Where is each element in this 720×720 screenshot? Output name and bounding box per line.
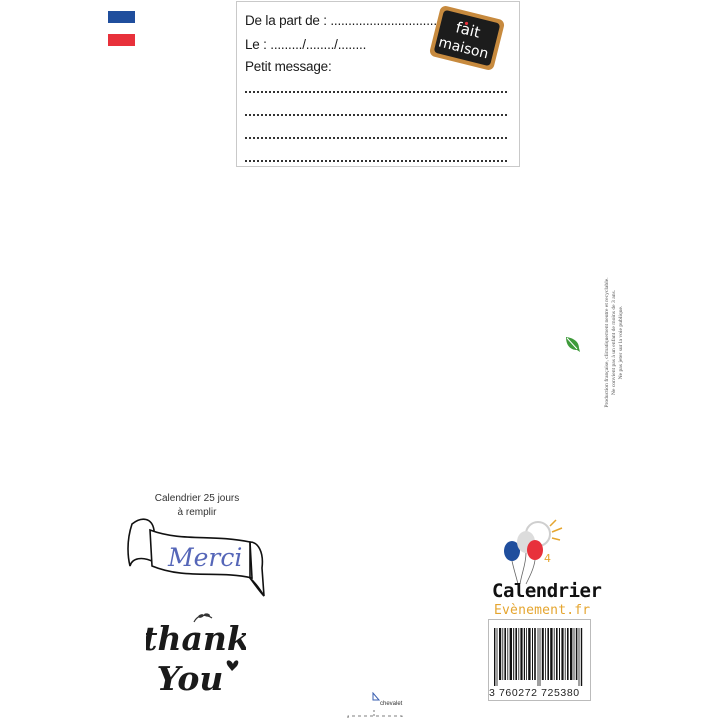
fold-mark bbox=[347, 710, 403, 718]
barcode-bars bbox=[494, 628, 583, 686]
from-label: De la part de : ........................… bbox=[245, 13, 437, 28]
leaf-icon bbox=[566, 337, 580, 352]
date-label: Le : ........./......../........ bbox=[245, 37, 367, 52]
message-line-3 bbox=[245, 135, 507, 139]
message-line-2 bbox=[245, 112, 507, 116]
brand-name: Calendrier bbox=[492, 580, 602, 602]
barcode-number: 3 760272 725380 bbox=[489, 687, 590, 699]
thank-word: thank bbox=[146, 619, 246, 658]
flag-blue-stripe bbox=[108, 11, 135, 23]
message-line-4 bbox=[245, 158, 507, 162]
thank-you-lettering: thank You bbox=[146, 613, 246, 698]
chevalet-arrow-icon bbox=[372, 692, 381, 701]
heart-icon bbox=[226, 660, 239, 671]
legal-line-3: Ne pas jeter sur la voie publique. bbox=[618, 305, 624, 380]
legal-line-1: Production française, climatiquement neu… bbox=[604, 277, 610, 408]
calendar-title-line-1: Calendrier 25 jours bbox=[154, 493, 240, 504]
legal-line-2: Ne convient pas à un enfant de moins de … bbox=[611, 289, 617, 396]
message-card: De la part de : ........................… bbox=[236, 1, 520, 167]
legal-notice: Production française, climatiquement neu… bbox=[604, 255, 625, 430]
you-word: You bbox=[157, 659, 224, 698]
merci-text: Merci bbox=[168, 543, 243, 572]
message-line-1 bbox=[245, 89, 507, 93]
calendar-title-line-2: à remplir bbox=[177, 507, 217, 518]
flag-red-stripe bbox=[108, 34, 135, 46]
chevalet-label: chevalet bbox=[380, 701, 403, 707]
badge-word-fait: fait bbox=[454, 18, 482, 41]
balloons-logo-icon: 4 bbox=[504, 519, 563, 585]
brand-domain: Evènement.fr bbox=[494, 603, 591, 618]
svg-text:4: 4 bbox=[544, 552, 551, 565]
merci-banner bbox=[127, 518, 265, 597]
calendar-title: Calendrier 25 jours à remplir bbox=[145, 492, 249, 520]
message-label: Petit message: bbox=[245, 59, 332, 74]
fait-maison-badge: fait maison bbox=[429, 6, 505, 70]
